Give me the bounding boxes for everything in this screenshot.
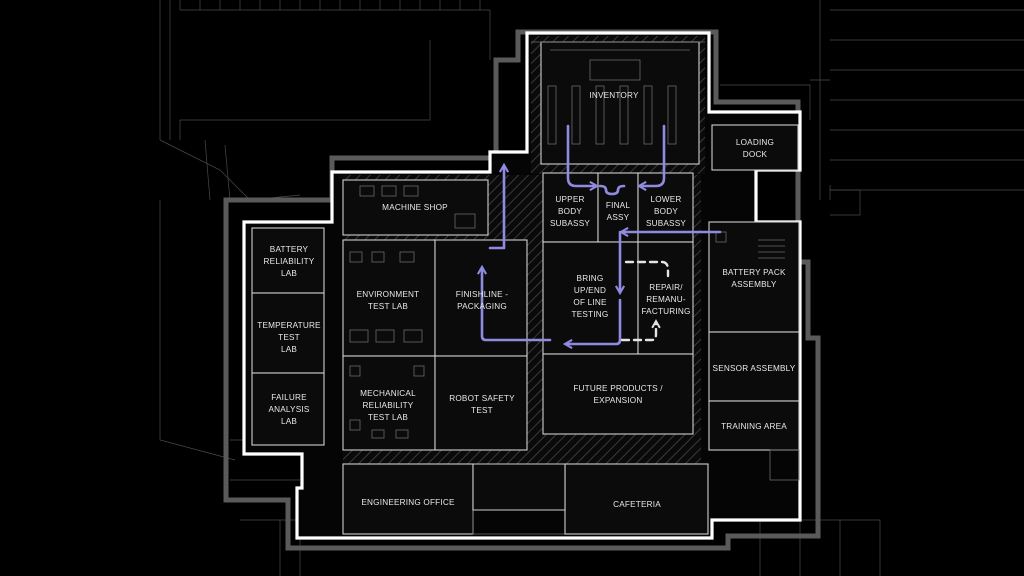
room-mechanical-reliability-test-lab [342,355,436,451]
flow-finishline-return [476,264,552,342]
flow-inventory-to-upper [566,124,600,192]
label-sensor-assembly: SENSOR ASSEMBLY [713,364,796,373]
room-training-area [708,400,800,451]
label-finishline-packaging: FINISHLINE -PACKAGING [456,290,509,311]
room-battery-pack-assembly [708,221,800,333]
room-environment-test-lab [342,239,436,357]
room-engineering-office [342,463,474,535]
label-inventory: INVENTORY [589,91,639,100]
flow-testing-to-repair [624,260,670,278]
room-final-assy [597,172,639,243]
room-sensor-assembly [708,331,800,402]
room-loading-dock [711,124,799,171]
label-repair-remanufacturing: REPAIR/REMANU-FACTURING [641,283,690,316]
room-robot-safety-test [434,355,528,451]
flow-packaging-exit [488,162,510,250]
room-lower-body-subassy [637,172,694,243]
room-failure-analysis-lab [251,372,325,446]
label-training-area: TRAINING AREA [721,422,787,431]
flow-testing-to-packaging [562,298,622,350]
production-flow-arrows [476,124,722,350]
repair-flow-arrows [620,260,670,342]
room-repair-remanufacturing [637,241,694,355]
room-battery-reliability-lab [251,227,325,294]
label-future-products-expansion: FUTURE PRODUCTS /EXPANSION [573,384,663,405]
right-small-room [769,449,800,481]
room-cafeteria [564,463,709,535]
inventory-area [531,41,705,165]
engineering-annex [472,463,566,511]
room-machine-shop [342,179,489,236]
label-machine-shop: MACHINE SHOP [382,203,448,212]
flow-repair-return [620,319,661,342]
label-cafeteria: CAFETERIA [613,500,661,509]
room-future-products-expansion [542,353,694,435]
flow-inventory-to-lower [636,124,666,192]
room-temperature-test-lab [251,292,325,374]
flow-final-assy-brace [598,184,626,196]
label-engineering-office: ENGINEERING OFFICE [361,498,455,507]
